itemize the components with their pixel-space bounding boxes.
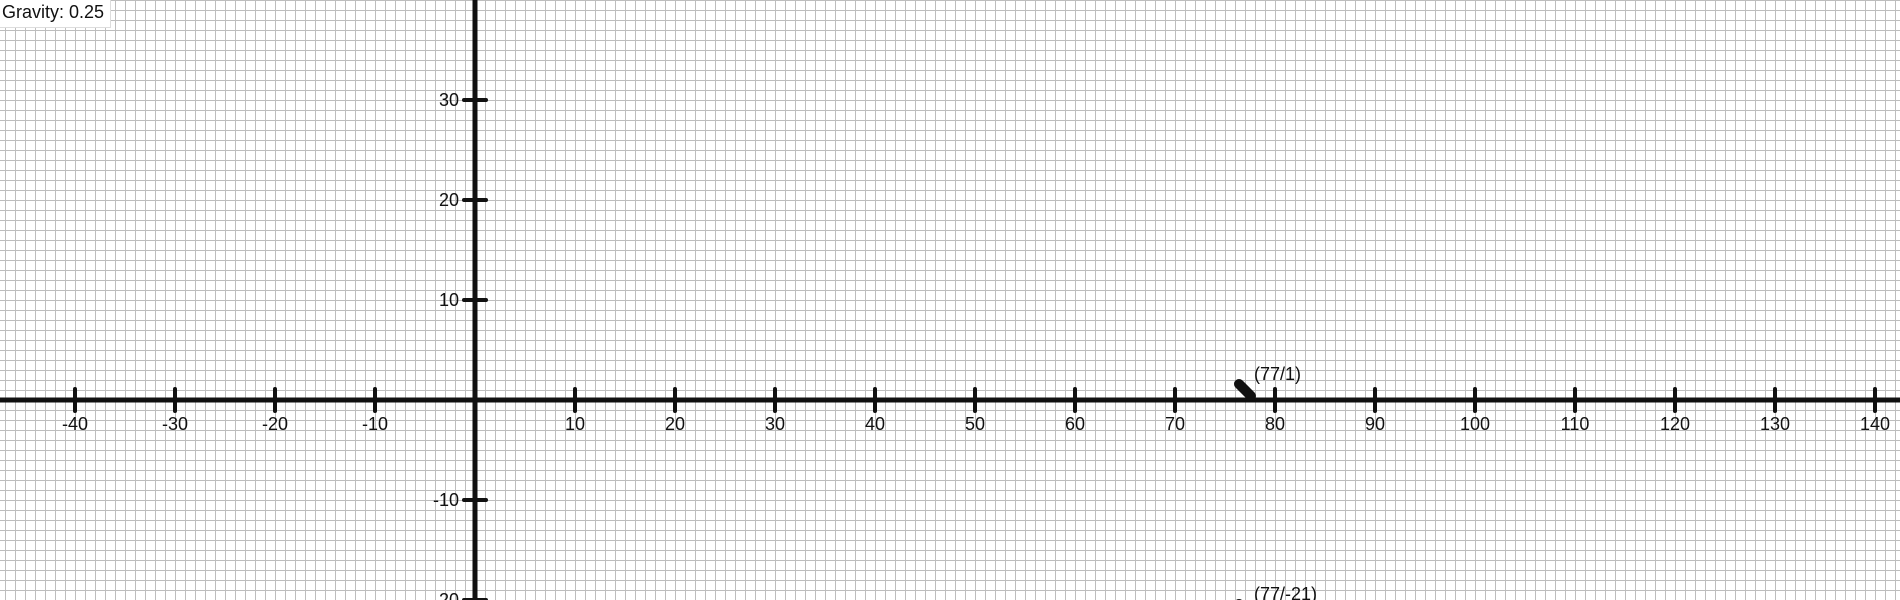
y-tick-label: 20 [439, 190, 459, 210]
x-tick-label: 20 [665, 414, 685, 434]
x-tick-label: -30 [162, 414, 188, 434]
point-marker[interactable] [1234, 379, 1256, 401]
point-label: (77/1) [1254, 364, 1301, 384]
x-tick-label: 60 [1065, 414, 1085, 434]
gravity-value: 0.25 [69, 2, 105, 22]
x-tick-label: 30 [765, 414, 785, 434]
x-tick-label: 40 [865, 414, 885, 434]
points[interactable]: (77/1) (77/-21) [1234, 364, 1317, 600]
x-tick-label: 70 [1165, 414, 1185, 434]
data-point[interactable]: (77/-21) [1236, 584, 1317, 600]
x-tick-label: 100 [1460, 414, 1490, 434]
y-tick-label: 30 [439, 90, 459, 110]
gravity-readout: Gravity: 0.25 [0, 0, 112, 28]
point-label: (77/-21) [1254, 584, 1317, 600]
x-tick-label: -40 [62, 414, 88, 434]
x-tick-label: 130 [1760, 414, 1790, 434]
x-tick-label: 10 [565, 414, 585, 434]
x-tick-label: 120 [1660, 414, 1690, 434]
data-point[interactable]: (77/1) [1234, 364, 1301, 401]
tick-labels: -40 -30 -20 -10 10 20 30 40 50 60 70 80 90 100 110 120 1… [62, 90, 1890, 600]
x-tick-label: -20 [262, 414, 288, 434]
x-tick-label: 110 [1561, 414, 1590, 434]
y-tick-label: -20 [433, 590, 459, 600]
x-tick-label: -10 [362, 414, 388, 434]
y-tick-label: -10 [433, 490, 459, 510]
x-tick-label: 80 [1265, 414, 1285, 434]
x-tick-label: 50 [965, 414, 985, 434]
x-tick-label: 90 [1365, 414, 1385, 434]
gravity-label: Gravity: [2, 2, 65, 22]
x-tick-label: 140 [1860, 414, 1890, 434]
axis-ticks [73, 98, 1877, 600]
y-tick-label: 10 [439, 290, 459, 310]
